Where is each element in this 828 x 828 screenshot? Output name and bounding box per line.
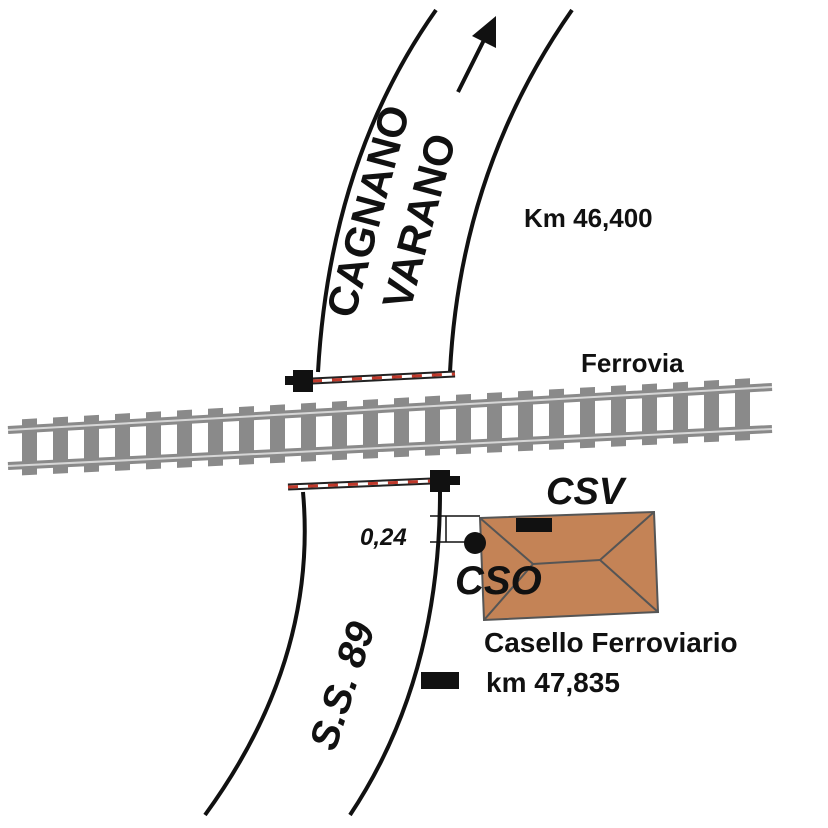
barrier-south	[287, 470, 460, 492]
road-name-label: S.S. 89	[301, 616, 384, 755]
railway-sleeper	[425, 395, 440, 456]
road-edge-left-north	[316, 8, 438, 373]
railway-sleeper	[518, 390, 533, 452]
railway-sleeper	[332, 400, 347, 461]
house-label: Casello Ferroviario	[484, 627, 738, 658]
road	[203, 8, 574, 817]
railway-sleeper	[580, 386, 595, 449]
road-edge-right-north	[448, 8, 574, 373]
railway-sleeper	[487, 392, 502, 453]
railway-sleeper	[735, 378, 750, 441]
barrier-north	[285, 370, 456, 392]
railway-sleeper	[239, 406, 254, 465]
railway-sleeper	[394, 397, 409, 458]
railway-sleeper	[456, 393, 471, 455]
railway-sleeper	[704, 379, 719, 443]
roof-ridge-center	[532, 559, 601, 565]
cso-label: CSO	[455, 559, 542, 603]
rail-bottom-inner	[7, 428, 773, 467]
csv-marker	[516, 518, 552, 532]
roof-ridge-right	[598, 511, 659, 613]
signal-box-icon	[430, 470, 450, 492]
arrow-north-east-icon	[456, 16, 496, 93]
csv-label: CSV	[546, 471, 627, 513]
road-edge-left-south	[203, 491, 307, 817]
railway-sleeper	[270, 404, 285, 464]
barrier-pivot	[285, 376, 295, 385]
railway-sleeper	[301, 402, 316, 462]
railway-sleeper	[611, 385, 626, 447]
railway-sleeper	[549, 388, 564, 450]
road-edge-right-south	[348, 491, 442, 817]
distance-label: 0,24	[360, 524, 407, 551]
rail-top-inner	[7, 386, 773, 431]
railway-track	[7, 378, 773, 476]
house-km-label: km 47,835	[486, 667, 620, 698]
railway-sleeper	[673, 381, 688, 444]
km-north-label: Km 46,400	[524, 203, 653, 233]
railway-sleeper	[642, 383, 657, 446]
railway-house	[478, 510, 660, 622]
railway-label: Ferrovia	[581, 348, 684, 378]
barrier-pivot	[450, 476, 460, 485]
railway-sleeper	[363, 399, 378, 459]
cso-marker	[464, 532, 486, 554]
signal-box-icon	[293, 370, 313, 392]
km-marker	[421, 672, 459, 689]
